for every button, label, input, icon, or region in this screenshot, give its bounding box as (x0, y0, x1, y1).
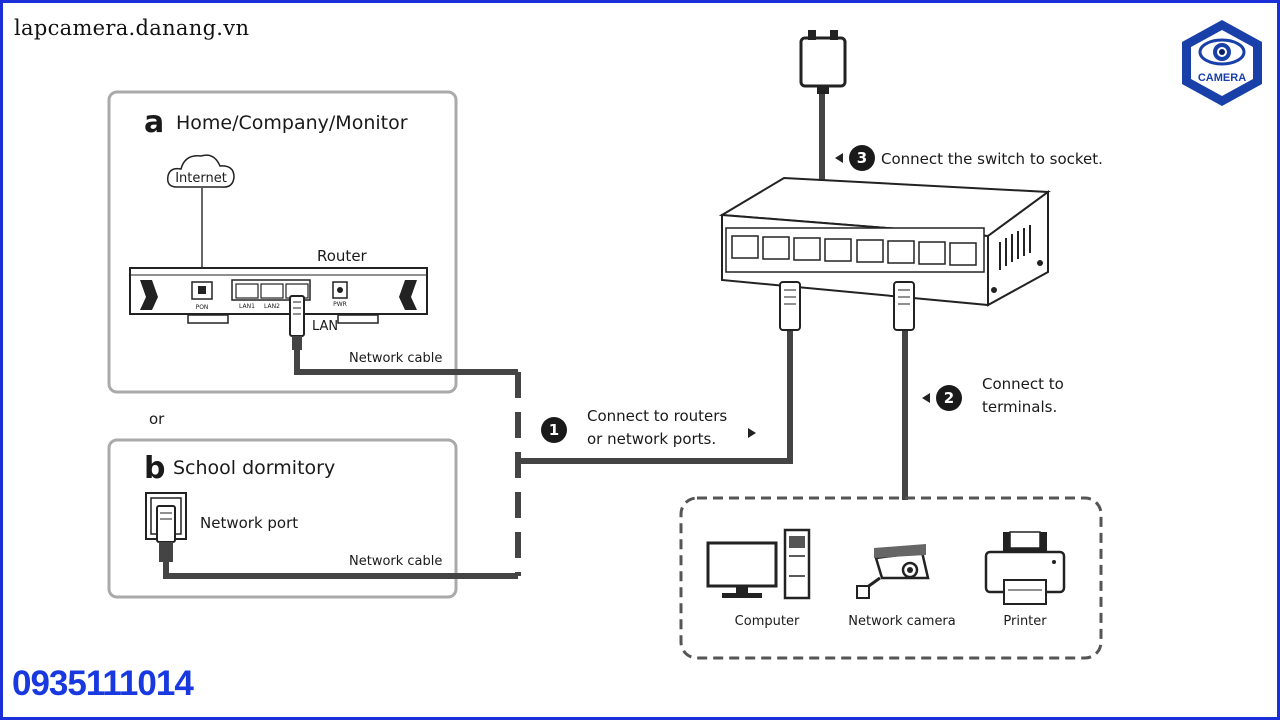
step-2: 2 Connect to terminals. (922, 375, 1064, 416)
step-2-line1: Connect to (982, 375, 1064, 393)
printer-icon (984, 531, 1066, 605)
power-adapter-icon (799, 30, 847, 94)
panel-b-cable-label: Network cable (349, 554, 442, 569)
switch-rj45-plug-left-icon (779, 281, 801, 331)
step-3: 3 Connect the switch to socket. (835, 145, 1103, 171)
internet-label: Internet (175, 171, 227, 186)
step-3-arrow-icon (835, 153, 843, 163)
step-1-line1: Connect to routers (587, 407, 727, 425)
network-cables (163, 92, 908, 579)
terminals-group: Computer Network camera Printer (679, 496, 1103, 660)
camera-logo: CAMERA (1182, 20, 1262, 106)
step-2-number: 2 (944, 389, 954, 407)
step-2-arrow-icon (922, 393, 930, 403)
panel-b-letter: b (144, 451, 165, 486)
port-pwr-label: PWR (333, 301, 347, 308)
lan-label: LAN (312, 319, 338, 334)
panel-a-title: Home/Company/Monitor (176, 112, 408, 134)
device-network-camera-label: Network camera (848, 614, 956, 629)
router-rj45-plug-icon (289, 295, 305, 350)
device-printer-label: Printer (1003, 614, 1047, 629)
switch-rj45-plug-right-icon (893, 281, 915, 331)
internet-cloud-icon (166, 154, 235, 188)
step-1-arrow-icon (748, 428, 756, 438)
device-computer-label: Computer (735, 614, 800, 629)
panel-a-letter: a (144, 105, 164, 140)
step-2-line2: terminals. (982, 398, 1057, 416)
panel-b-title: School dormitory (173, 457, 335, 479)
website-watermark: lapcamera.danang.vn (14, 16, 250, 40)
or-label: or (149, 410, 165, 428)
step-1-number: 1 (549, 421, 559, 439)
network-camera-icon (856, 544, 930, 599)
port-pon-label: PON (196, 304, 209, 311)
computer-icon (706, 528, 811, 600)
wall-network-port-icon (145, 492, 187, 562)
panel-school-dormitory: b School dormitory Network port Network … (107, 438, 458, 599)
step-3-number: 3 (857, 149, 867, 167)
logo-text: CAMERA (1198, 72, 1246, 84)
step-1-line2: or network ports. (587, 430, 716, 448)
port-lan2-label: LAN2 (264, 303, 280, 310)
network-switch-icon (718, 176, 1051, 307)
phone-number: 0935111014 (12, 664, 194, 703)
router-label: Router (317, 247, 368, 265)
router-icon (129, 267, 428, 324)
step-3-line1: Connect the switch to socket. (881, 150, 1103, 168)
panel-home-company: a Home/Company/Monitor Internet Router P… (107, 90, 458, 394)
panel-a-cable-label: Network cable (349, 351, 442, 366)
network-port-label: Network port (200, 514, 298, 532)
step-1: 1 Connect to routers or network ports. (541, 407, 756, 448)
port-lan1-label: LAN1 (239, 303, 255, 310)
